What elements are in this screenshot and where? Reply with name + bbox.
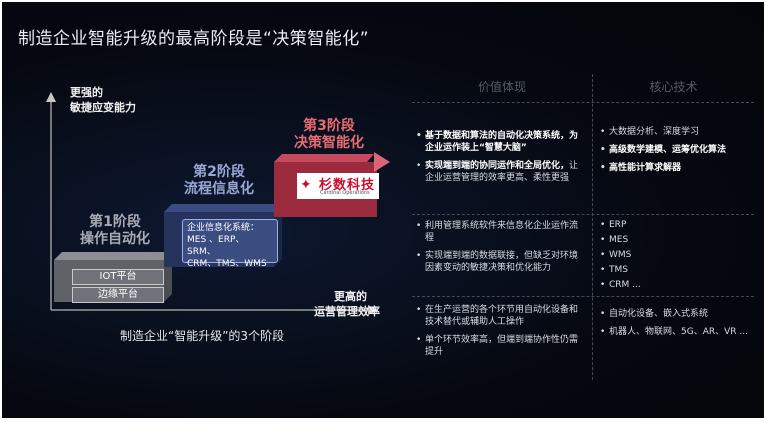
list-item: 实现端到端的数据联接，但缺乏对环境因素变动的敏捷决策和优化能力 bbox=[416, 250, 586, 274]
x-axis-arrow bbox=[368, 305, 378, 315]
y-axis-arrow bbox=[46, 92, 56, 102]
table-cell-tech-3: 自动化设备、嵌入式系统 机器人、物联网、5G、AR、VR ... bbox=[600, 308, 750, 344]
stage3-top bbox=[274, 154, 374, 162]
list-item: 利用管理系统软件来信息化企业运作流程 bbox=[416, 220, 586, 244]
stage1-top bbox=[54, 252, 172, 260]
table-cell-tech-2: ERP MES WMS TMS CRM ... bbox=[600, 220, 750, 295]
stage3-arrow bbox=[374, 152, 390, 172]
list-item: 机器人、物联网、5G、AR、VR ... bbox=[600, 326, 750, 338]
logo-name: 杉数科技 bbox=[319, 178, 376, 193]
stage2-top bbox=[164, 204, 282, 212]
iot-platform-tag: IOT平台 bbox=[72, 269, 164, 285]
stages-caption: 制造企业“智能升级”的3个阶段 bbox=[120, 329, 285, 343]
list-item: 单个环节效率高，但端到端协作性仍需提升 bbox=[416, 334, 586, 358]
list-item: TMS bbox=[600, 265, 750, 276]
company-logo: ✦ 杉数科技 Cardinal Operations bbox=[297, 173, 379, 199]
stage2-label: 第2阶段 流程信息化 bbox=[184, 164, 254, 197]
list-item: 在生产运营的各个环节用自动化设备和技术替代或辅助人工操作 bbox=[416, 304, 586, 328]
list-item: WMS bbox=[600, 250, 750, 261]
slide-title: 制造企业智能升级的最高阶段是“决策智能化” bbox=[18, 29, 370, 49]
table-cell-value-2: 利用管理系统软件来信息化企业运作流程 实现端到端的数据联接，但缺乏对环境因素变动… bbox=[416, 220, 586, 280]
list-item: 高级数学建模、运筹优化算法 bbox=[600, 144, 750, 156]
stage1-label: 第1阶段 操作自动化 bbox=[80, 214, 150, 247]
row-divider bbox=[412, 296, 754, 298]
logo-subtitle: Cardinal Operations bbox=[320, 190, 370, 196]
slide: 制造企业智能升级的最高阶段是“决策智能化” 更强的 敏捷应变能力 第1阶段 操作… bbox=[2, 2, 764, 418]
list-item: MES bbox=[600, 235, 750, 246]
x-axis-label: 更高的 运营管理效率 bbox=[314, 290, 380, 318]
list-item: 基于数据和算法的自动化决策系统，为企业运作装上“智慧大脑” bbox=[416, 130, 586, 154]
list-item: CRM ... bbox=[600, 280, 750, 291]
comparison-table: 价值体现 核心技术 基于数据和算法的自动化决策系统，为企业运作装上“智慧大脑” … bbox=[412, 74, 754, 380]
table-cell-value-1: 基于数据和算法的自动化决策系统，为企业运作装上“智慧大脑” 实现端到端的协同运作… bbox=[416, 130, 586, 190]
list-item: 大数据分析、深度学习 bbox=[600, 126, 750, 138]
y-axis-label: 更强的 敏捷应变能力 bbox=[70, 86, 136, 114]
column-divider bbox=[592, 74, 594, 380]
list-item: 自动化设备、嵌入式系统 bbox=[600, 308, 750, 320]
enterprise-systems-box: 企业信息化系统： MES 、ERP、SRM、 CRM、TMS、WMS bbox=[182, 219, 278, 269]
logo-mark-icon: ✦ bbox=[300, 177, 312, 193]
list-item: ERP bbox=[600, 220, 750, 231]
list-item: 实现端到端的协同运作和全局优化，让企业运营管理的效率更高、柔性更强 bbox=[416, 160, 586, 184]
edge-platform-tag: 边缘平台 bbox=[72, 287, 164, 303]
header-tech: 核心技术 bbox=[649, 80, 698, 94]
row-divider bbox=[412, 214, 754, 216]
row-divider bbox=[412, 102, 754, 104]
list-item: 高性能计算求解器 bbox=[600, 162, 750, 174]
table-cell-tech-1: 大数据分析、深度学习 高级数学建模、运筹优化算法 高性能计算求解器 bbox=[600, 126, 750, 180]
table-cell-value-3: 在生产运营的各个环节用自动化设备和技术替代或辅助人工操作 单个环节效率高，但端到… bbox=[416, 304, 586, 364]
stage3-label: 第3阶段 决策智能化 bbox=[294, 118, 364, 151]
header-value: 价值体现 bbox=[477, 80, 526, 94]
